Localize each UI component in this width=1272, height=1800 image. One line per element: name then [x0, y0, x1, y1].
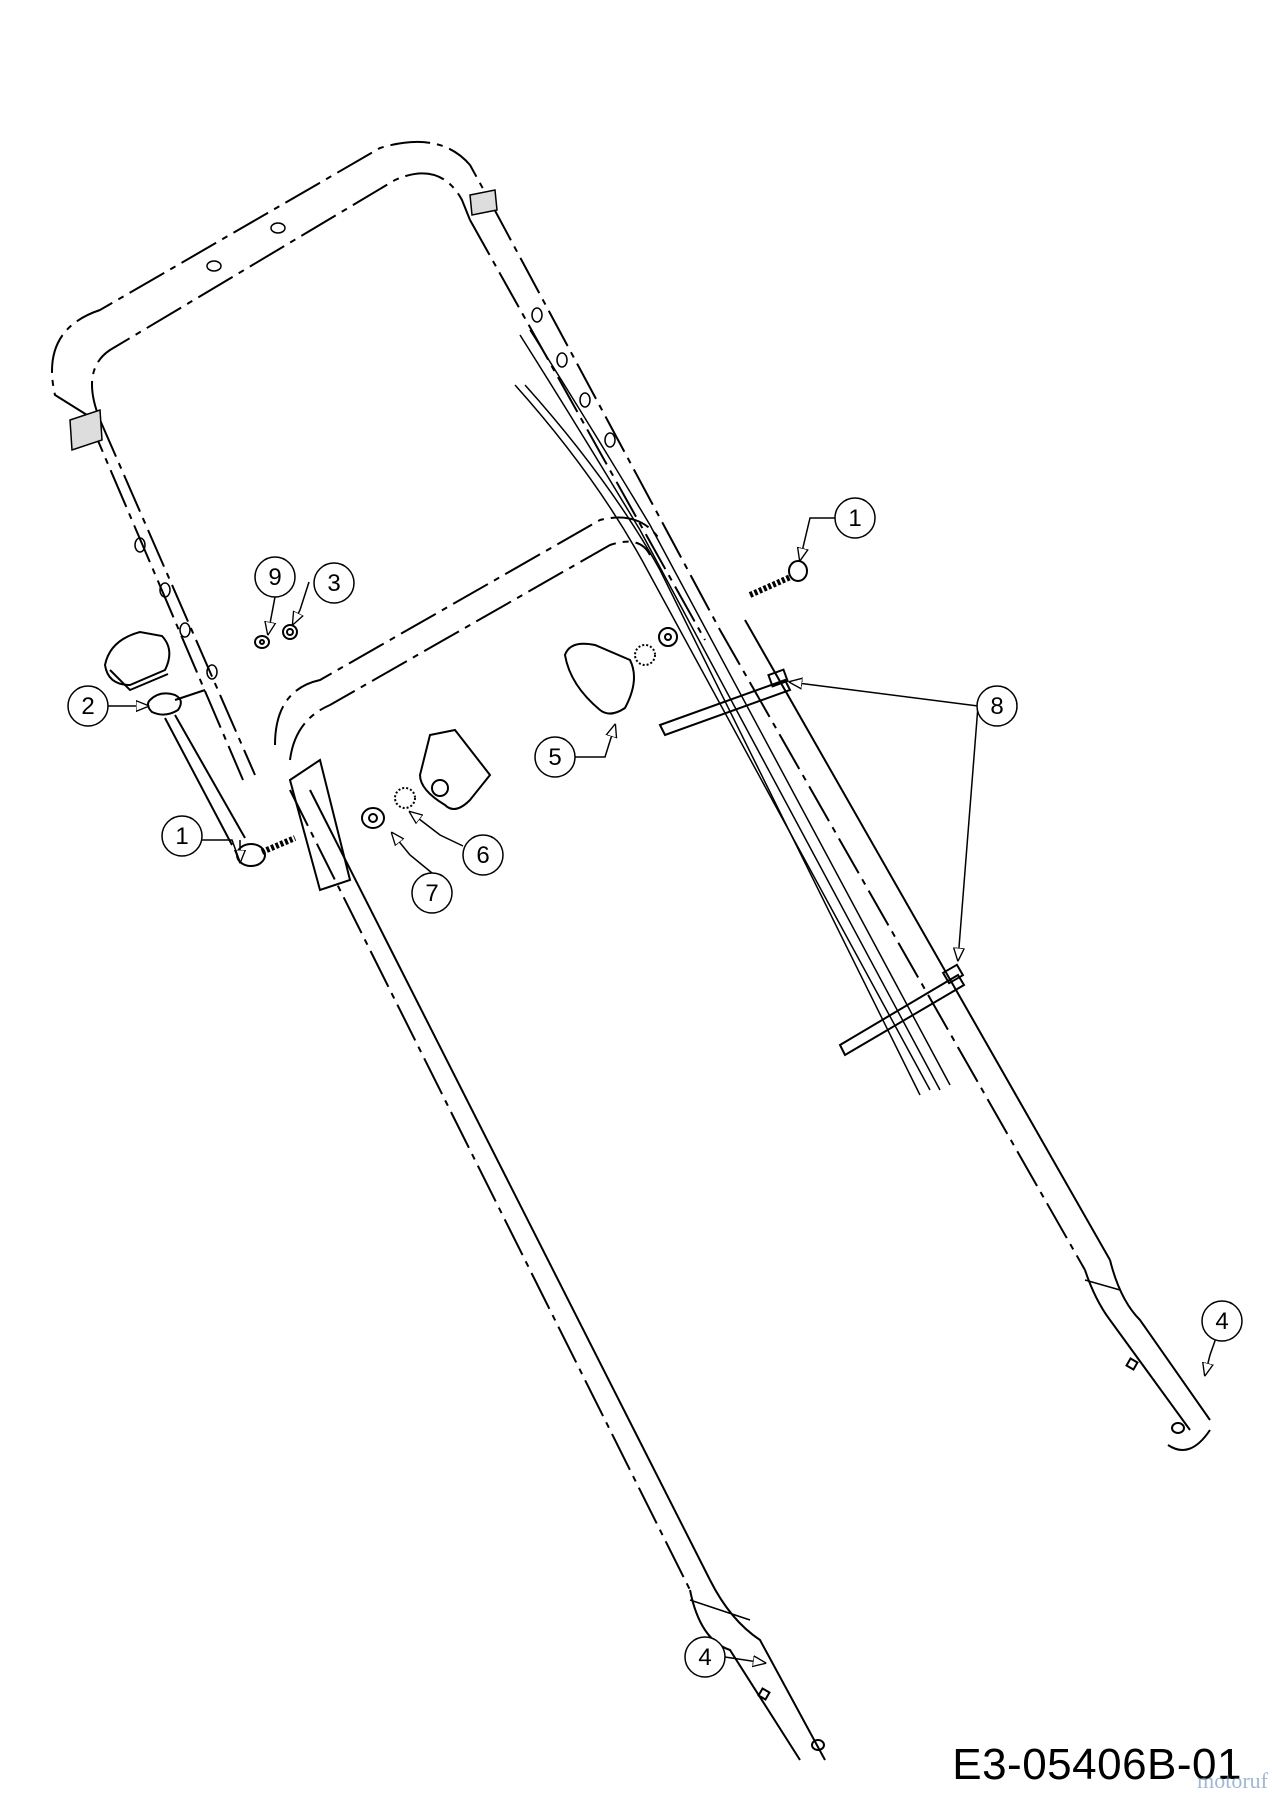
knob-6 — [394, 728, 492, 810]
lower-right-tube — [719, 619, 1211, 1451]
watermark-logo: motoruf — [1197, 1768, 1268, 1793]
knob-5 — [563, 627, 678, 715]
svg-text:4: 4 — [698, 1644, 711, 1671]
svg-text:7: 7 — [425, 880, 438, 907]
carriage-bolt-left — [236, 835, 297, 867]
callout-5: 5 — [534, 736, 576, 778]
svg-text:9: 9 — [268, 564, 281, 591]
frame-details — [69, 189, 616, 680]
callout-1-right: 1 — [834, 497, 876, 539]
svg-text:6: 6 — [476, 842, 489, 869]
svg-text:5: 5 — [548, 744, 561, 771]
svg-text:1: 1 — [175, 823, 188, 850]
svg-text:8: 8 — [990, 693, 1003, 720]
washer-7 — [361, 807, 385, 829]
callout-6: 6 — [462, 834, 504, 876]
cable-tie — [658, 668, 966, 1057]
callout-8: 8 — [976, 685, 1018, 727]
callout-1-left: 1 — [161, 815, 203, 857]
drawing-code: E3-05406B-01 — [952, 1740, 1242, 1789]
svg-text:4: 4 — [1215, 1308, 1228, 1335]
carriage-bolt-right — [748, 560, 808, 598]
callout-7: 7 — [411, 872, 453, 914]
callout-4-right: 4 — [1201, 1300, 1243, 1342]
lower-left-tube — [288, 758, 826, 1761]
adjustment-knob-left — [103, 630, 246, 846]
washer-and-nut-left — [254, 624, 298, 649]
svg-text:3: 3 — [327, 570, 340, 597]
callout-9: 9 — [254, 556, 296, 598]
callout-2: 2 — [67, 685, 109, 727]
control-cables — [514, 329, 951, 1096]
crossbar — [274, 516, 661, 761]
svg-text:2: 2 — [81, 693, 94, 720]
callout-4-bottom: 4 — [684, 1636, 726, 1678]
svg-text:1: 1 — [848, 505, 861, 532]
callout-3: 3 — [313, 562, 355, 604]
